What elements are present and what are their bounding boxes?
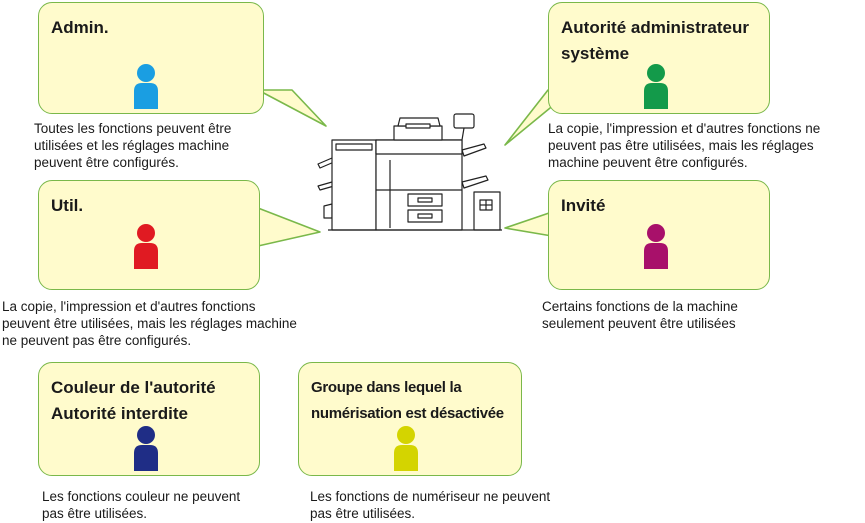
role-description-guest: Certains fonctions de la machine seuleme… xyxy=(542,299,738,331)
person-icon-admin xyxy=(134,64,158,109)
tail-admin xyxy=(257,89,327,127)
role-description-sysadmin: La copie, l'impression et d'autres fonct… xyxy=(548,121,821,170)
bubble-sysadmin: Autorité administrateur système xyxy=(548,2,770,114)
person-icon-guest xyxy=(644,224,668,269)
bubble-scan-disabled: Groupe dans lequel la numérisation est d… xyxy=(298,362,522,476)
role-title-sysadmin: Autorité administrateur système xyxy=(561,18,749,63)
person-icon-scan-disabled xyxy=(394,426,418,471)
tail-guest xyxy=(504,211,553,237)
role-description-color-forbidden: Les fonctions couleur ne peuvent pas êtr… xyxy=(42,489,241,521)
multifunction-printer-icon xyxy=(317,113,502,231)
role-title-user: Util. xyxy=(51,196,84,215)
person-icon-color-forbidden xyxy=(134,426,158,471)
role-description-user: La copie, l'impression et d'autres fonct… xyxy=(2,299,297,348)
bubble-admin: Admin. xyxy=(38,2,264,114)
person-icon-user xyxy=(134,224,158,269)
bubble-user: Util. xyxy=(38,180,260,290)
role-title-guest: Invité xyxy=(561,196,606,215)
person-icon-sysadmin xyxy=(644,64,668,109)
tail-user xyxy=(257,207,321,247)
role-title-color-forbidden: Couleur de l'autorité Autorité interdite xyxy=(51,378,216,423)
role-title-scan-disabled: Groupe dans lequel la numérisation est d… xyxy=(311,379,504,422)
bubble-guest: Invité xyxy=(548,180,770,290)
role-title-admin: Admin. xyxy=(51,18,109,37)
bubble-color-forbidden: Couleur de l'autorité Autorité interdite xyxy=(38,362,260,476)
role-description-scan-disabled: Les fonctions de numériseur ne peuvent p… xyxy=(310,489,551,521)
role-description-admin: Toutes les fonctions peuvent être utilis… xyxy=(34,121,232,170)
